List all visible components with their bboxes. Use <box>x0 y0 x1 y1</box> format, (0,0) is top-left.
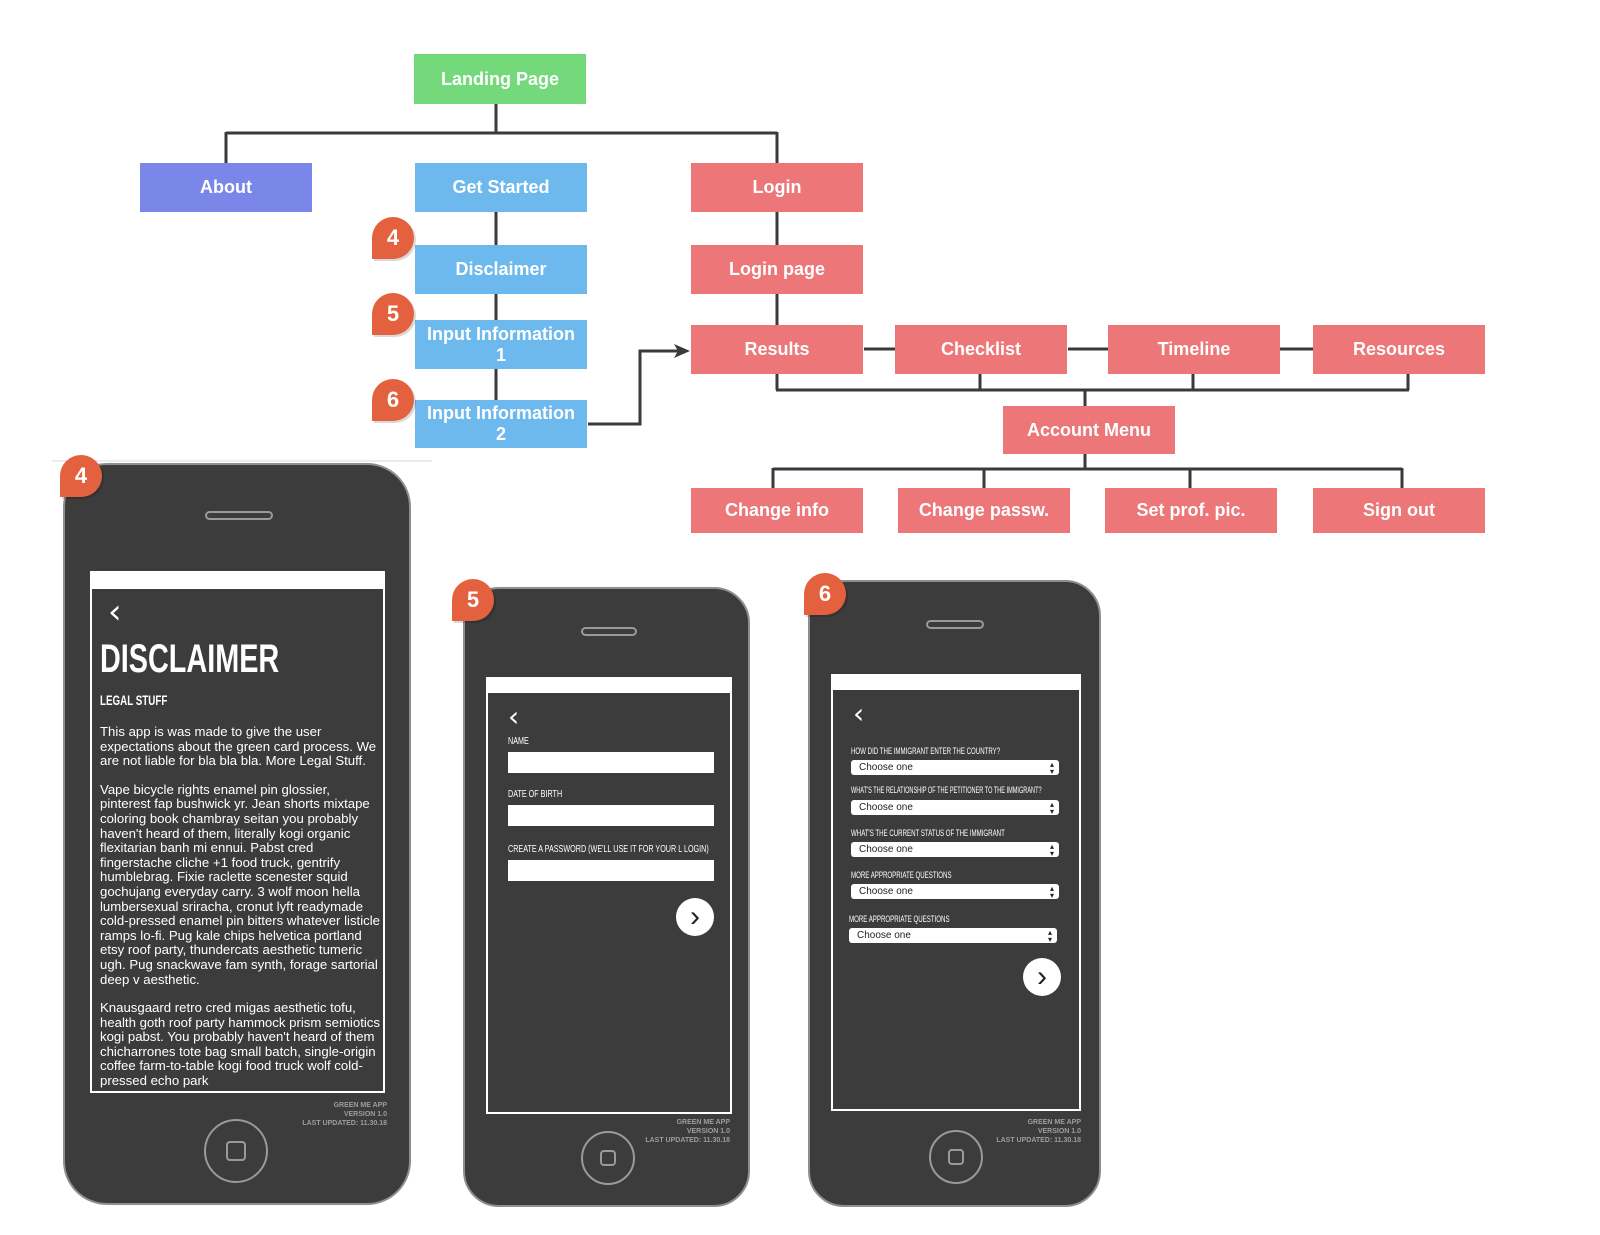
home-square-icon <box>948 1149 964 1165</box>
timeline-node: Timeline <box>1108 325 1280 374</box>
footer-app-name: GREEN ME APP <box>333 1102 387 1109</box>
date-of-birth-label: DATE OF BIRTH <box>508 789 563 800</box>
disclaimer-phone-mockup: ‹ DISCLAIMER LEGAL STUFF This app is was… <box>63 463 411 1205</box>
results-node: Results <box>691 325 863 374</box>
status-bar <box>833 676 1079 690</box>
question-5-value: Choose one <box>857 930 911 941</box>
footer-updated: LAST UPDATED: 11.30.18 <box>302 1120 387 1127</box>
speaker-slot <box>926 620 984 629</box>
footer-version: VERSION 1.0 <box>686 1128 730 1135</box>
select-arrows-icon: ▴▾ <box>1049 760 1054 776</box>
change-password-node: Change passw. <box>898 488 1070 533</box>
login-page-node: Login page <box>691 245 863 294</box>
input-info-2-phone-mockup: ‹ HOW DID THE IMMIGRANT ENTER THE COUNTR… <box>808 580 1101 1207</box>
step-5-marker: 5 <box>372 293 414 335</box>
question-5-select[interactable]: Choose one ▴▾ <box>849 928 1057 944</box>
question-1-value: Choose one <box>859 762 913 773</box>
disclaimer-title: DISCLAIMER <box>100 637 280 681</box>
legal-stuff-subtitle: LEGAL STUFF <box>100 692 168 708</box>
phone-5-marker: 5 <box>452 579 494 621</box>
disclaimer-screen: ‹ DISCLAIMER LEGAL STUFF This app is was… <box>90 571 385 1093</box>
question-4-value: Choose one <box>859 886 913 897</box>
set-profile-pic-node: Set prof. pic. <box>1105 488 1277 533</box>
change-info-node: Change info <box>691 488 863 533</box>
footer-version: VERSION 1.0 <box>343 1111 387 1118</box>
chevron-right-icon: › <box>690 900 700 933</box>
login-node: Login <box>691 163 863 212</box>
get-started-node: Get Started <box>415 163 587 212</box>
input-info-1-phone-mockup: ‹ NAME DATE OF BIRTH CREATE A PASSWORD (… <box>463 587 750 1207</box>
account-menu-node: Account Menu <box>1003 406 1175 454</box>
home-square-icon <box>226 1141 246 1161</box>
footer-version: VERSION 1.0 <box>1037 1128 1081 1135</box>
about-node: About <box>140 163 312 212</box>
phone-4-marker: 4 <box>60 455 102 497</box>
input-information-1-node: Input Information 1 <box>415 320 587 369</box>
name-input[interactable] <box>508 752 714 773</box>
input-info-1-screen: ‹ NAME DATE OF BIRTH CREATE A PASSWORD (… <box>486 677 732 1114</box>
disclaimer-node: Disclaimer <box>415 245 587 294</box>
step-4-marker: 4 <box>372 217 414 259</box>
date-of-birth-input[interactable] <box>508 805 714 826</box>
question-1-select[interactable]: Choose one ▴▾ <box>851 760 1059 776</box>
select-arrows-icon: ▴▾ <box>1049 842 1054 858</box>
question-4-label: MORE APPROPRIATE QUESTIONS <box>851 870 952 880</box>
select-arrows-icon: ▴▾ <box>1047 928 1052 944</box>
footer-updated: LAST UPDATED: 11.30.18 <box>645 1137 730 1144</box>
footer-app-name: GREEN ME APP <box>1027 1119 1081 1126</box>
disclaimer-paragraph-1: This app is was made to give the user ex… <box>100 725 377 769</box>
chevron-right-icon: › <box>1037 960 1047 993</box>
home-button[interactable] <box>581 1131 635 1185</box>
question-2-value: Choose one <box>859 802 913 813</box>
question-3-value: Choose one <box>859 844 913 855</box>
disclaimer-paragraph-2: Vape bicycle rights enamel pin glossier,… <box>100 781 380 987</box>
name-label: NAME <box>508 736 529 747</box>
next-arrow-button[interactable]: › <box>676 898 714 936</box>
resources-node: Resources <box>1313 325 1485 374</box>
home-button[interactable] <box>929 1130 983 1184</box>
checklist-node: Checklist <box>895 325 1067 374</box>
speaker-slot <box>205 511 273 520</box>
question-3-select[interactable]: Choose one ▴▾ <box>851 842 1059 858</box>
status-bar <box>488 679 730 693</box>
footer-app-name: GREEN ME APP <box>676 1119 730 1126</box>
next-arrow-button[interactable]: › <box>1023 958 1061 996</box>
step-6-marker: 6 <box>372 379 414 421</box>
question-2-select[interactable]: Choose one ▴▾ <box>851 800 1059 816</box>
app-version-footer: GREEN ME APP VERSION 1.0 LAST UPDATED: 1… <box>302 1101 387 1128</box>
input-information-2-node: Input Information 2 <box>415 400 587 448</box>
home-button[interactable] <box>204 1119 268 1183</box>
speaker-slot <box>581 627 637 636</box>
question-2-label: WHAT'S THE RELATIONSHIP OF THE PETITIONE… <box>851 785 1042 795</box>
question-3-label: WHAT'S THE CURRENT STATUS OF THE IMMIGRA… <box>851 828 1005 838</box>
status-bar <box>92 573 383 589</box>
back-arrow-icon[interactable]: ‹ <box>853 697 865 730</box>
back-arrow-icon[interactable]: ‹ <box>508 700 520 733</box>
sign-out-node: Sign out <box>1313 488 1485 533</box>
password-label: CREATE A PASSWORD (WE'LL USE IT FOR YOUR… <box>508 844 709 855</box>
question-4-select[interactable]: Choose one ▴▾ <box>851 884 1059 900</box>
app-version-footer: GREEN ME APP VERSION 1.0 LAST UPDATED: 1… <box>645 1118 730 1145</box>
disclaimer-paragraph-3: Knausgaard retro cred migas aesthetic to… <box>100 1000 380 1089</box>
question-1-label: HOW DID THE IMMIGRANT ENTER THE COUNTRY? <box>851 746 1001 756</box>
back-arrow-icon[interactable]: ‹ <box>108 592 122 632</box>
landing-page-node: Landing Page <box>414 54 586 104</box>
input-info-2-screen: ‹ HOW DID THE IMMIGRANT ENTER THE COUNTR… <box>831 674 1081 1111</box>
home-square-icon <box>600 1150 616 1166</box>
question-5-label: MORE APPROPRIATE QUESTIONS <box>849 914 950 924</box>
phone-6-marker: 6 <box>804 573 846 615</box>
password-input[interactable] <box>508 860 714 881</box>
app-version-footer: GREEN ME APP VERSION 1.0 LAST UPDATED: 1… <box>996 1118 1081 1145</box>
select-arrows-icon: ▴▾ <box>1049 800 1054 816</box>
footer-updated: LAST UPDATED: 11.30.18 <box>996 1137 1081 1144</box>
select-arrows-icon: ▴▾ <box>1049 884 1054 900</box>
disclaimer-body: This app is was made to give the user ex… <box>100 725 384 1089</box>
